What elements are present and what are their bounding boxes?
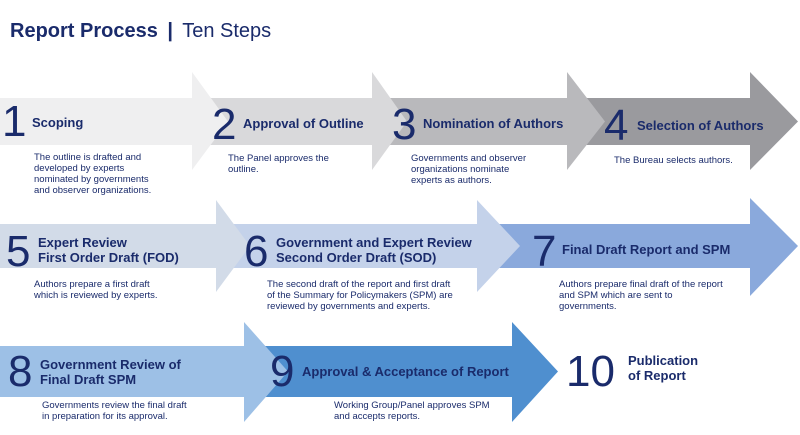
description-line: governments. bbox=[559, 301, 617, 312]
description-line: The second draft of the report and first… bbox=[267, 279, 451, 290]
step-6-number: 6 bbox=[244, 227, 269, 276]
description-line: and observer organizations. bbox=[34, 185, 152, 196]
heading-line: Publication bbox=[628, 353, 699, 368]
step-1-number: 1 bbox=[2, 97, 27, 146]
step-9-number: 9 bbox=[270, 347, 295, 396]
step-8-arrow bbox=[0, 322, 288, 422]
step-1-arrow bbox=[0, 72, 228, 170]
step-9-arrow bbox=[244, 322, 558, 422]
heading-line: Government and Expert Review bbox=[276, 235, 472, 250]
step-7-heading: Final Draft Report and SPM bbox=[562, 242, 730, 257]
description-line: Governments review the final draft bbox=[42, 400, 187, 411]
heading-line: Nomination of Authors bbox=[423, 116, 564, 131]
step-3-heading: Nomination of Authors bbox=[423, 116, 563, 131]
description-line: organizations nominate bbox=[411, 164, 510, 175]
description-line: Authors prepare a first draft bbox=[34, 279, 150, 290]
description-line: in preparation for its approval. bbox=[42, 411, 168, 422]
description-line: developed by experts bbox=[34, 163, 125, 174]
description-line: reviewed by governments and experts. bbox=[267, 301, 431, 312]
title-main: Report Process bbox=[10, 20, 158, 42]
step-3-number: 3 bbox=[392, 100, 417, 149]
description-line: The outline is drafted and bbox=[34, 152, 142, 163]
step-1-heading: Scoping bbox=[32, 115, 83, 130]
step-7-number: 7 bbox=[532, 227, 557, 276]
description-line: and SPM which are sent to bbox=[559, 290, 673, 301]
description-line: outline. bbox=[228, 164, 259, 175]
step-7-description: Authors prepare final draft of the repor… bbox=[559, 279, 723, 312]
step-10-number: 10 bbox=[566, 347, 615, 396]
heading-line: Approval & Acceptance of Report bbox=[302, 364, 509, 379]
description-line: Authors prepare final draft of the repor… bbox=[559, 279, 723, 290]
step-8-number: 8 bbox=[8, 347, 33, 396]
step-6-arrow bbox=[216, 200, 520, 292]
step-4-description: The Bureau selects authors. bbox=[614, 155, 733, 166]
step-3-arrow bbox=[372, 72, 605, 170]
step-4-arrow bbox=[567, 72, 798, 170]
step-2-number: 2 bbox=[212, 100, 237, 149]
description-line: nominated by governments bbox=[34, 174, 149, 185]
page-title: Report Process | Ten Steps bbox=[10, 20, 271, 43]
step-5-arrow bbox=[0, 200, 250, 292]
heading-line: Final Draft Report and SPM bbox=[562, 242, 731, 257]
step-7-arrow bbox=[477, 198, 798, 296]
step-2-heading: Approval of Outline bbox=[243, 116, 364, 131]
description-line: which is reviewed by experts. bbox=[34, 290, 158, 301]
description-line: experts as authors. bbox=[411, 175, 492, 186]
title-sub: Ten Steps bbox=[182, 20, 272, 42]
step-2-arrow bbox=[192, 72, 407, 170]
heading-line: Government Review of bbox=[40, 357, 181, 372]
heading-line: Second Order Draft (SOD) bbox=[276, 250, 437, 265]
step-9-heading: Approval & Acceptance of Report bbox=[302, 364, 509, 379]
description-line: Working Group/Panel approves SPM bbox=[334, 400, 490, 411]
description-line: The Panel approves the bbox=[228, 153, 329, 164]
heading-line: Selection of Authors bbox=[637, 118, 764, 133]
description-line: Governments and observer bbox=[411, 153, 527, 164]
description-line: The Bureau selects authors. bbox=[614, 155, 733, 166]
description-line: of the Summary for Policymakers (SPM) ar… bbox=[267, 290, 453, 301]
heading-line: Final Draft SPM bbox=[40, 372, 137, 387]
heading-line: First Order Draft (FOD) bbox=[38, 250, 179, 265]
step-4-heading: Selection of Authors bbox=[637, 118, 764, 133]
step-6-description: The second draft of the report and first… bbox=[267, 279, 453, 312]
description-line: and accepts reports. bbox=[334, 411, 421, 422]
heading-line: Expert Review bbox=[38, 235, 127, 250]
heading-line: Approval of Outline bbox=[243, 116, 364, 131]
heading-line: of Report bbox=[628, 368, 686, 383]
step-4-number: 4 bbox=[604, 101, 629, 150]
title-separator: | bbox=[167, 20, 174, 42]
step-5-number: 5 bbox=[6, 227, 31, 276]
heading-line: Scoping bbox=[32, 115, 84, 130]
